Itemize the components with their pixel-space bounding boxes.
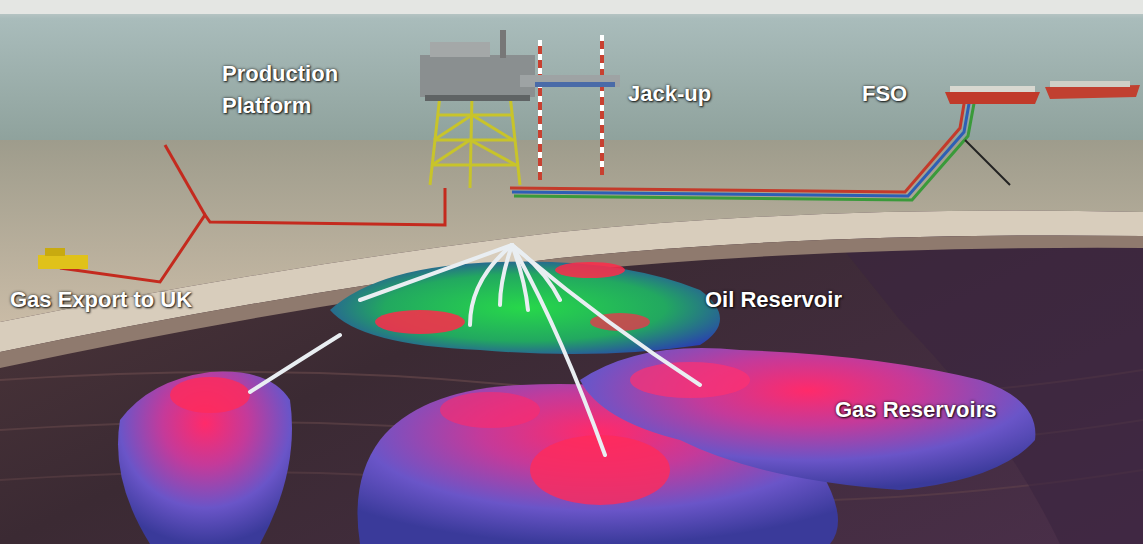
part-label: Jack-up — [628, 78, 711, 110]
export-station — [38, 248, 88, 269]
part-label: Production Platform — [222, 58, 357, 122]
part-label: Oil Reservoir — [705, 284, 842, 316]
part-label: Gas Reservoirs — [835, 394, 996, 426]
part-label: Gas Export to UK — [10, 284, 192, 316]
part-label: FSO — [862, 78, 907, 110]
